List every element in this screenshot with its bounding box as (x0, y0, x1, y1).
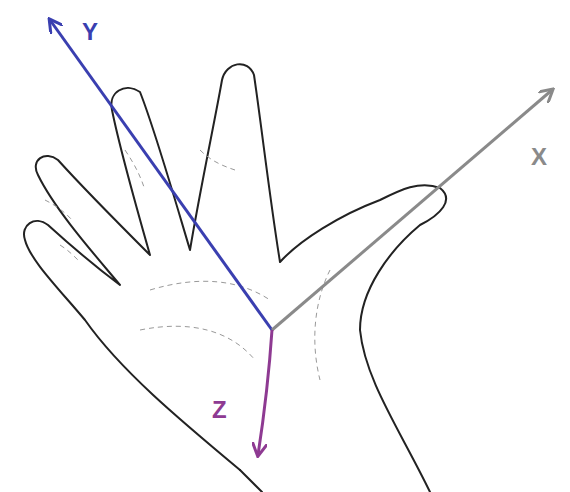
finger-creases (45, 150, 330, 380)
z-axis (258, 330, 272, 455)
axis-label: X (531, 145, 547, 169)
axis-label: Y (82, 20, 98, 44)
y-axis (50, 20, 272, 330)
x-axis (272, 90, 552, 330)
axis-label: Z (212, 398, 227, 422)
